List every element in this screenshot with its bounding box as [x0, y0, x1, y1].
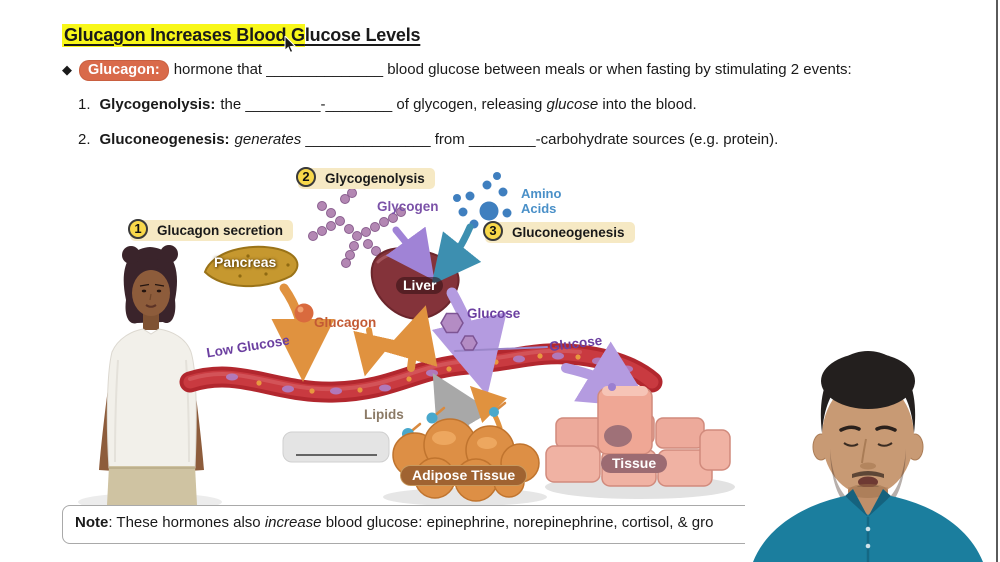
- item-number: 2.: [78, 131, 91, 148]
- item-text: the _________-________ of glycogen, rele…: [220, 96, 547, 113]
- page-title: Glucagon Increases Blood Glucose Levels: [62, 24, 421, 47]
- lipids-label: Lipids: [364, 407, 404, 422]
- list-item-gluconeogenesis: 2. Gluconeogenesis:generates ____________…: [78, 131, 778, 148]
- tissue-cells-illustration: [545, 383, 735, 499]
- step-label-text: Gluconeogenesis: [485, 222, 635, 243]
- glycogen-label: Glycogen: [377, 199, 439, 214]
- step-label-glucagon-secretion: Glucagon secretion 1: [128, 219, 294, 241]
- blank-label-box: [282, 431, 390, 463]
- flow-arrows: [271, 223, 653, 448]
- instructor-illustration: [753, 351, 997, 562]
- step-number-circle: 3: [483, 221, 503, 241]
- glucagon-term-badge: Glucagon:: [80, 61, 168, 80]
- glucose-from-liver-label: Glucose: [467, 306, 521, 321]
- step-number-circle: 1: [128, 219, 148, 239]
- item-italic-word: glucose: [546, 96, 599, 113]
- video-frame-edge: [996, 0, 998, 562]
- tissue-badge: Tissue: [601, 454, 668, 473]
- mouse-cursor-icon: [284, 36, 297, 53]
- amino-label-line2: Acids: [521, 201, 557, 216]
- amino-label-line1: Amino: [521, 186, 562, 201]
- title-highlighted-part: Glucagon Increases Blood G: [62, 24, 305, 47]
- list-item-glycogenolysis: 1. Glycogenolysis:the _________-________ …: [78, 96, 697, 113]
- step-number-circle: 2: [296, 167, 316, 187]
- definition-line: ◆ Glucagon: hormone that ______________ bl…: [62, 61, 852, 80]
- item-keyword: Gluconeogenesis:: [99, 131, 230, 148]
- pancreas-organ: [203, 245, 299, 287]
- liver-label: Liver: [396, 277, 444, 294]
- glucagon-label: Glucagon: [314, 315, 377, 330]
- step-label-text: Glycogenolysis: [298, 168, 435, 189]
- note-italic-word: increase: [264, 514, 322, 531]
- woman-illustration: [78, 245, 222, 511]
- item-number: 1.: [78, 96, 91, 113]
- bullet-diamond-icon: ◆: [62, 62, 72, 77]
- item-keyword: Glycogenolysis:: [99, 96, 216, 113]
- amino-acid-dots: [453, 172, 512, 229]
- item-italic-word: generates: [234, 131, 302, 148]
- item-text-end: _______________ from ________-carbohydra…: [301, 131, 779, 148]
- adipose-tissue-badge: Adipose Tissue: [400, 465, 528, 486]
- definition-text: hormone that ______________ blood glucos…: [173, 61, 852, 78]
- step-label-glycogenolysis: Glycogenolysis 2: [296, 167, 435, 189]
- pancreas-label: Pancreas: [214, 254, 277, 270]
- note-text: : These hormones also: [108, 514, 265, 531]
- instructor-video: [745, 337, 997, 562]
- glucagon-hormone-ball: [294, 303, 314, 323]
- title-rest: lucose Levels: [304, 25, 421, 45]
- note-text-end: blood glucose: epinephrine, norepinephri…: [321, 514, 714, 531]
- item-text-end: into the blood.: [598, 96, 697, 113]
- note-label: Note: [75, 514, 109, 531]
- step-label-text: Glucagon secretion: [130, 220, 294, 241]
- glucose-hexagons: [440, 312, 478, 351]
- step-label-gluconeogenesis: Gluconeogenesis 3: [483, 221, 635, 243]
- amino-acids-label: Amino Acids: [521, 186, 561, 216]
